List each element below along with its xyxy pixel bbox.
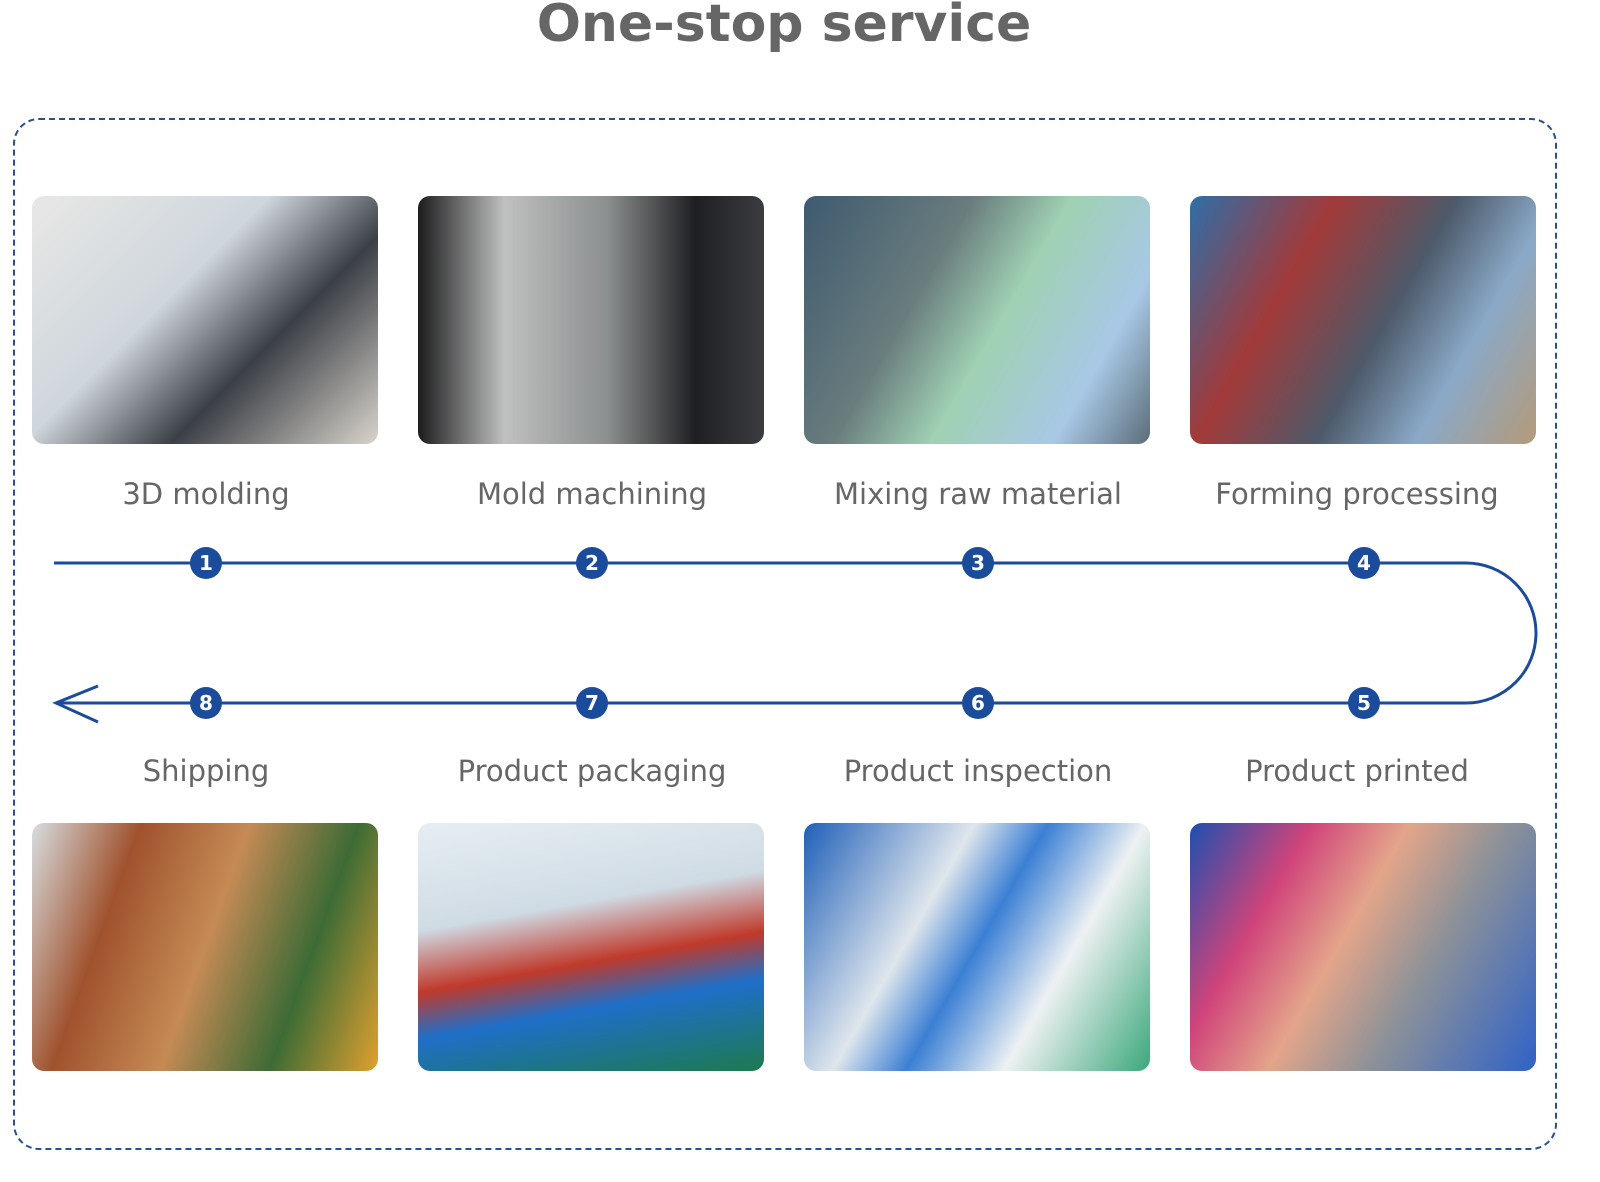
photo-forming-processing [1190,196,1536,444]
step-number-6: 6 [971,691,985,715]
step-marker-8: 8 [190,687,222,719]
photo-3d-molding [32,196,378,444]
step-number-2: 2 [585,551,599,575]
step-number-1: 1 [199,551,213,575]
step-label-8: Shipping [142,754,270,788]
step-number-8: 8 [199,691,213,715]
step-label-4: Forming processing [1215,477,1499,511]
photo-mold-machining [418,196,764,444]
page-title: One-stop service [536,0,1032,54]
dashed-frame [13,118,1557,1150]
photo-product-packaging [418,823,764,1071]
step-marker-3: 3 [962,547,994,579]
step-number-7: 7 [585,691,599,715]
step-marker-1: 1 [190,547,222,579]
photo-product-inspection [804,823,1150,1071]
step-label-2: Mold machining [476,477,708,511]
step-label-6: Product inspection [843,754,1113,788]
step-marker-7: 7 [576,687,608,719]
step-number-5: 5 [1357,691,1371,715]
step-label-3: Mixing raw material [834,477,1122,511]
step-label-7: Product packaging [457,754,727,788]
step-marker-5: 5 [1348,687,1380,719]
step-marker-6: 6 [962,687,994,719]
step-number-4: 4 [1357,551,1371,575]
step-label-5: Product printed [1245,754,1469,788]
step-label-1: 3D molding [122,477,290,511]
photo-mixing-raw-material [804,196,1150,444]
flow-path [54,561,1538,705]
photo-product-printed [1190,823,1536,1071]
step-number-3: 3 [971,551,985,575]
photo-shipping [32,823,378,1071]
arrow-left-icon [52,684,99,724]
step-marker-2: 2 [576,547,608,579]
step-marker-4: 4 [1348,547,1380,579]
